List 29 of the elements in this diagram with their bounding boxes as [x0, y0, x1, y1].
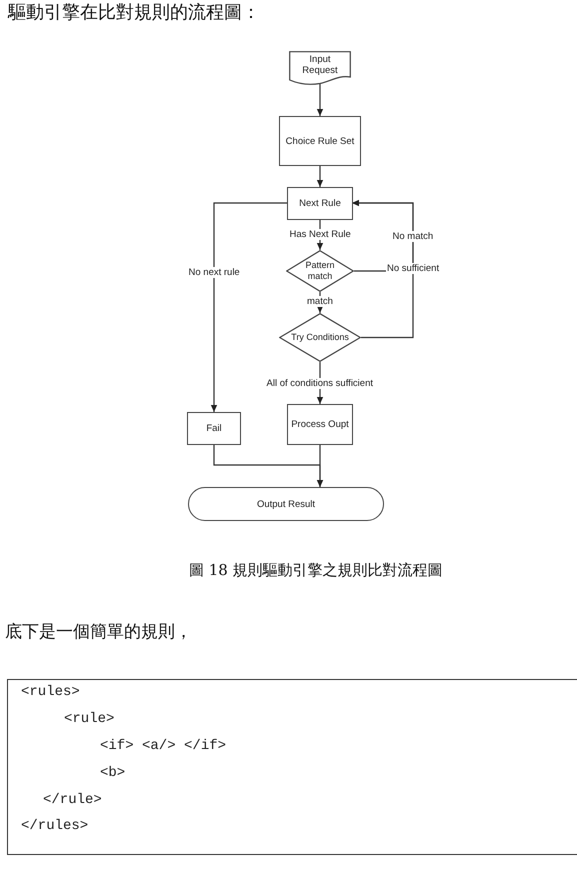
paragraph-text: 底下是一個簡單的規則，	[5, 621, 192, 643]
edge-label: No match	[392, 230, 434, 242]
arrow	[316, 84, 324, 116]
decision-diamond: Try Conditions	[279, 313, 361, 362]
code-line: <rule>	[64, 711, 114, 727]
arrow	[210, 202, 287, 412]
code-line: </rule>	[43, 792, 102, 808]
code-box	[7, 679, 577, 855]
process-box: Next Rule	[287, 187, 353, 220]
edge-label: No next rule	[188, 266, 241, 278]
paragraph-text: 驅動引擎在比對規則的流程圖：	[8, 1, 260, 24]
process-box: Process Oupt	[287, 404, 353, 445]
process-box: Choice Rule Set	[279, 116, 361, 166]
code-line: </rules>	[21, 818, 88, 834]
edge-label: No sufficient	[386, 262, 440, 274]
edge-label: Has Next Rule	[288, 228, 352, 240]
arrow	[316, 166, 324, 187]
arrow	[316, 445, 324, 487]
edge-label: match	[306, 296, 334, 306]
document-shape: Input Request	[289, 51, 351, 85]
decision-diamond: Pattern match	[286, 250, 354, 292]
process-box: Fail	[187, 412, 241, 445]
figure-caption: 圖 18 規則驅動引擎之規則比對流程圖	[189, 561, 443, 580]
arrow	[352, 200, 414, 338]
code-line: <if> <a/> </if>	[100, 738, 226, 754]
edge-label: All of conditions sufficient	[266, 378, 374, 388]
code-line: <b>	[100, 765, 126, 781]
terminator-shape: Output Result	[188, 487, 384, 521]
code-line: <rules>	[21, 684, 80, 700]
